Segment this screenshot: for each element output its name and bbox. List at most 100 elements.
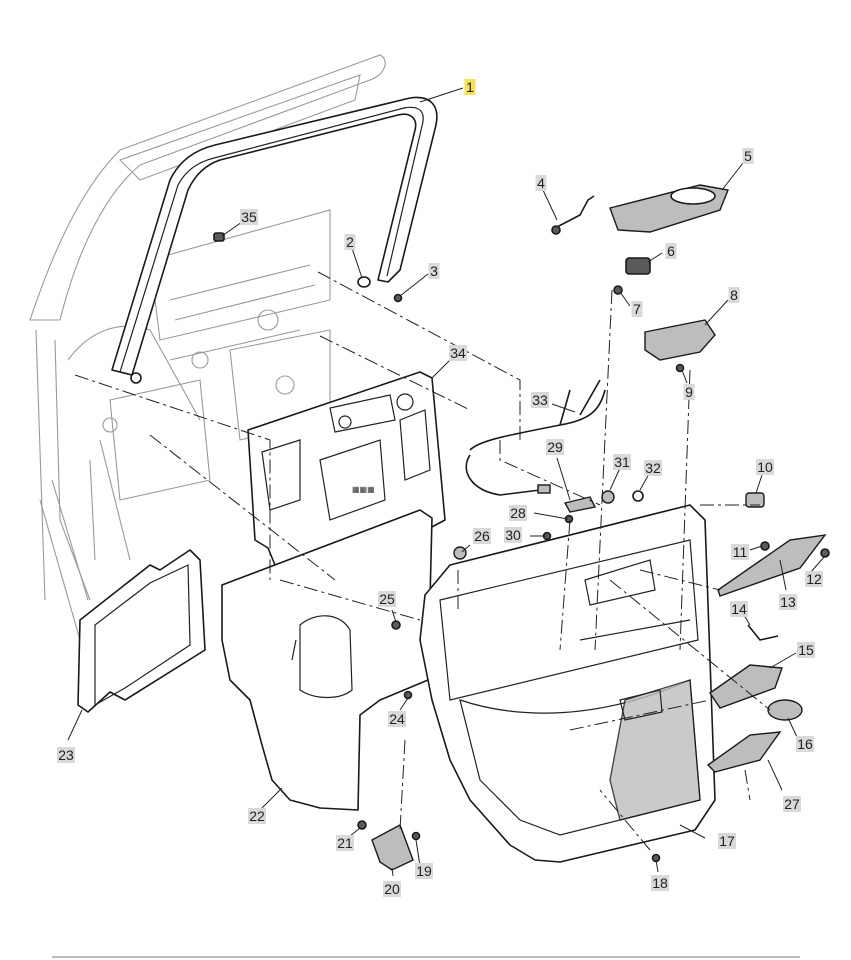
callout-16: 16 — [796, 736, 814, 752]
callout-number: 29 — [547, 439, 563, 455]
callout-bg — [248, 808, 266, 824]
callout-29: 29 — [546, 439, 564, 455]
footer-rule — [52, 956, 800, 958]
callout-number: 32 — [645, 460, 661, 476]
callout-26: 26 — [473, 528, 491, 544]
callout-number: 9 — [685, 384, 693, 400]
callout-14: 14 — [730, 601, 748, 617]
callout-bg — [415, 863, 433, 879]
part-1-window-weatherstrip — [111, 96, 438, 384]
part-27-speaker-grille — [706, 731, 782, 773]
callout-13: 13 — [779, 594, 797, 610]
part-19-screw — [411, 831, 421, 841]
callout-number: 11 — [733, 544, 748, 560]
callout-number: 21 — [337, 835, 353, 851]
part-31-clip — [601, 490, 615, 504]
callout-22: 22 — [248, 808, 266, 824]
callout-number: 20 — [384, 881, 400, 897]
callout-6: 6 — [665, 243, 677, 259]
callout-10: 10 — [756, 459, 774, 475]
vehicle-body-outline — [29, 54, 386, 641]
callout-number: 2 — [346, 234, 354, 250]
callout-number: 18 — [652, 875, 668, 891]
callout-20: 20 — [383, 881, 401, 897]
callout-19: 19 — [415, 863, 433, 879]
callout-bg — [344, 234, 356, 250]
callout-number: 14 — [731, 601, 747, 617]
callout-number: 35 — [241, 209, 257, 225]
callout-15: 15 — [797, 642, 815, 658]
callout-33: 33 — [531, 392, 549, 408]
callout-bg — [388, 711, 406, 727]
callout-number: 6 — [667, 243, 675, 259]
callout-7: 7 — [631, 301, 643, 317]
part-22-water-deflector — [221, 509, 433, 811]
callout-number: 26 — [474, 528, 490, 544]
part-24-clip — [403, 690, 413, 700]
part-25-clip — [391, 620, 401, 630]
callout-9: 9 — [683, 384, 695, 400]
part-6-switch — [625, 257, 651, 275]
callout-number: 34 — [450, 345, 466, 361]
callout-32: 32 — [644, 460, 662, 476]
callout-3: 3 — [428, 263, 440, 279]
callout-number: 3 — [430, 263, 438, 279]
callout-34: 34 — [449, 345, 467, 361]
callout-bg — [531, 392, 549, 408]
part-21-clip — [357, 820, 367, 830]
callout-bg — [336, 835, 354, 851]
callout-number: 17 — [719, 833, 735, 849]
callout-bg — [546, 439, 564, 455]
callout-bg — [728, 287, 740, 303]
callout-11: 11 — [731, 544, 749, 560]
svg-text:▦▦▦: ▦▦▦ — [352, 485, 375, 494]
callout-number: 19 — [416, 863, 432, 879]
callout-labels: 1234567891011121314151617181920212223242… — [57, 79, 823, 897]
callout-number: 23 — [58, 747, 74, 763]
part-15-lamp — [709, 664, 783, 709]
callout-number: 16 — [797, 736, 813, 752]
callout-bg — [504, 527, 522, 543]
callout-bg — [473, 528, 491, 544]
part-33-harness — [465, 379, 606, 496]
part-20-bracket — [371, 824, 414, 871]
part-5-handle-bezel — [609, 184, 729, 233]
callout-number: 25 — [379, 591, 395, 607]
part-23-seal-panel — [77, 549, 206, 713]
callout-bg — [756, 459, 774, 475]
callout-30: 30 — [504, 527, 522, 543]
part-8-pull-cup — [644, 319, 716, 361]
callout-number: 12 — [806, 571, 822, 587]
callout-1: 1 — [464, 79, 476, 95]
callout-bg — [665, 243, 677, 259]
callout-number: 22 — [249, 808, 265, 824]
part-29-bracket — [563, 496, 597, 513]
callout-24: 24 — [388, 711, 406, 727]
part-16-lens — [767, 699, 803, 721]
callout-bg — [613, 454, 631, 470]
part-32-clip — [632, 490, 644, 502]
callout-bg — [783, 796, 801, 812]
callout-number: 5 — [744, 148, 752, 164]
part-35-clip — [213, 232, 225, 242]
leader-lines — [67, 87, 826, 877]
part-26-clip — [453, 546, 467, 560]
callout-number: 30 — [505, 527, 521, 543]
callout-25: 25 — [378, 591, 396, 607]
callout-bg — [742, 148, 754, 164]
alignment-lines — [74, 271, 771, 851]
part-10-clip — [745, 492, 765, 508]
callout-bg — [509, 505, 527, 521]
part-11-clip — [760, 541, 770, 551]
part-2-3-hardware — [357, 276, 403, 303]
callout-bg — [240, 209, 258, 225]
callout-2: 2 — [344, 234, 356, 250]
callout-bg — [651, 875, 669, 891]
callout-number: 24 — [389, 711, 405, 727]
callout-bg — [797, 642, 815, 658]
callout-bg — [428, 263, 440, 279]
callout-bg — [683, 384, 695, 400]
callout-17: 17 — [718, 833, 736, 849]
part-9-screw — [675, 363, 685, 373]
